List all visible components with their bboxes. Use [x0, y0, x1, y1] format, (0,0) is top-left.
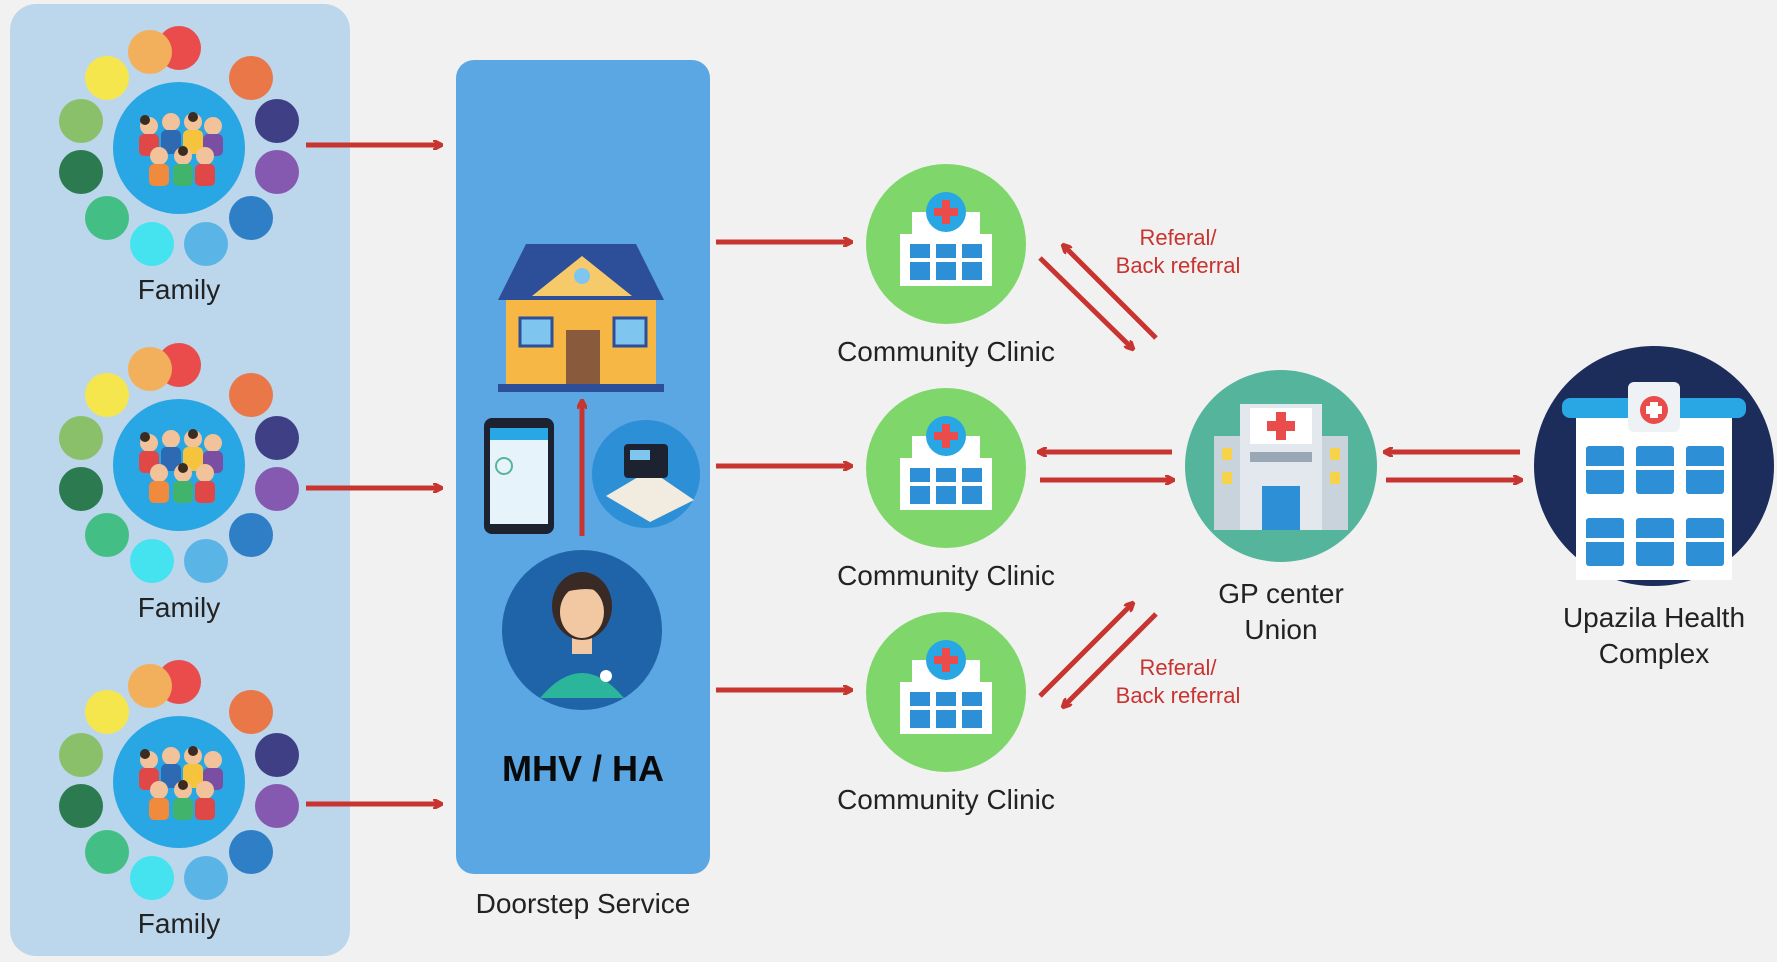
family-label-1: Family	[137, 274, 221, 305]
referral-arrow-top-up	[1064, 246, 1158, 340]
upazila-label: Upazila Health Complex	[1534, 600, 1774, 672]
referral-top-line2: Back referral	[1115, 253, 1241, 278]
gp-center-building-icon	[1185, 370, 1377, 562]
clinic-label-3: Community Clinic	[837, 784, 1055, 815]
referral-bottom-line1: Referal/	[1139, 655, 1217, 680]
gp-center-label: GP center Union	[1181, 576, 1381, 648]
referral-bottom-line2: Back referral	[1115, 683, 1241, 708]
health-worker-icon	[502, 550, 662, 710]
upazila-line1: Upazila Health	[1562, 602, 1746, 633]
clinic-label-2: Community Clinic	[837, 560, 1055, 591]
referral-top-line1: Referal/	[1139, 225, 1217, 250]
doorstep-service-label: Doorstep Service	[475, 888, 691, 919]
family-label-2: Family	[137, 592, 221, 623]
clinic-label-1: Community Clinic	[837, 336, 1055, 367]
clinic-building-icon-1	[866, 164, 1026, 324]
hospital-icon	[1534, 346, 1774, 586]
family-group-icon-2	[59, 343, 299, 583]
family-label-3: Family	[137, 908, 221, 939]
referral-arrow-bottom-up	[1038, 604, 1132, 698]
referral-label-top: Referal/ Back referral	[1098, 224, 1258, 280]
house-icon	[498, 244, 664, 392]
referral-label-bottom: Referal/ Back referral	[1098, 654, 1258, 710]
clinic-building-icon-3	[866, 612, 1026, 772]
family-group-icon-1	[59, 26, 299, 266]
upazila-line2: Complex	[1598, 638, 1710, 669]
family-group-icon-3	[59, 660, 299, 900]
clinic-building-icon-2	[866, 388, 1026, 548]
referral-arrow-top-down	[1038, 256, 1132, 348]
mobile-phone-icon	[484, 418, 554, 534]
gp-center-line2: Union	[1244, 614, 1318, 645]
referral-arrow-bottom-down	[1064, 612, 1158, 706]
mhv-ha-label: MHV / HA	[502, 748, 664, 789]
medical-device-icon	[592, 420, 700, 528]
gp-center-line1: GP center	[1218, 578, 1344, 609]
